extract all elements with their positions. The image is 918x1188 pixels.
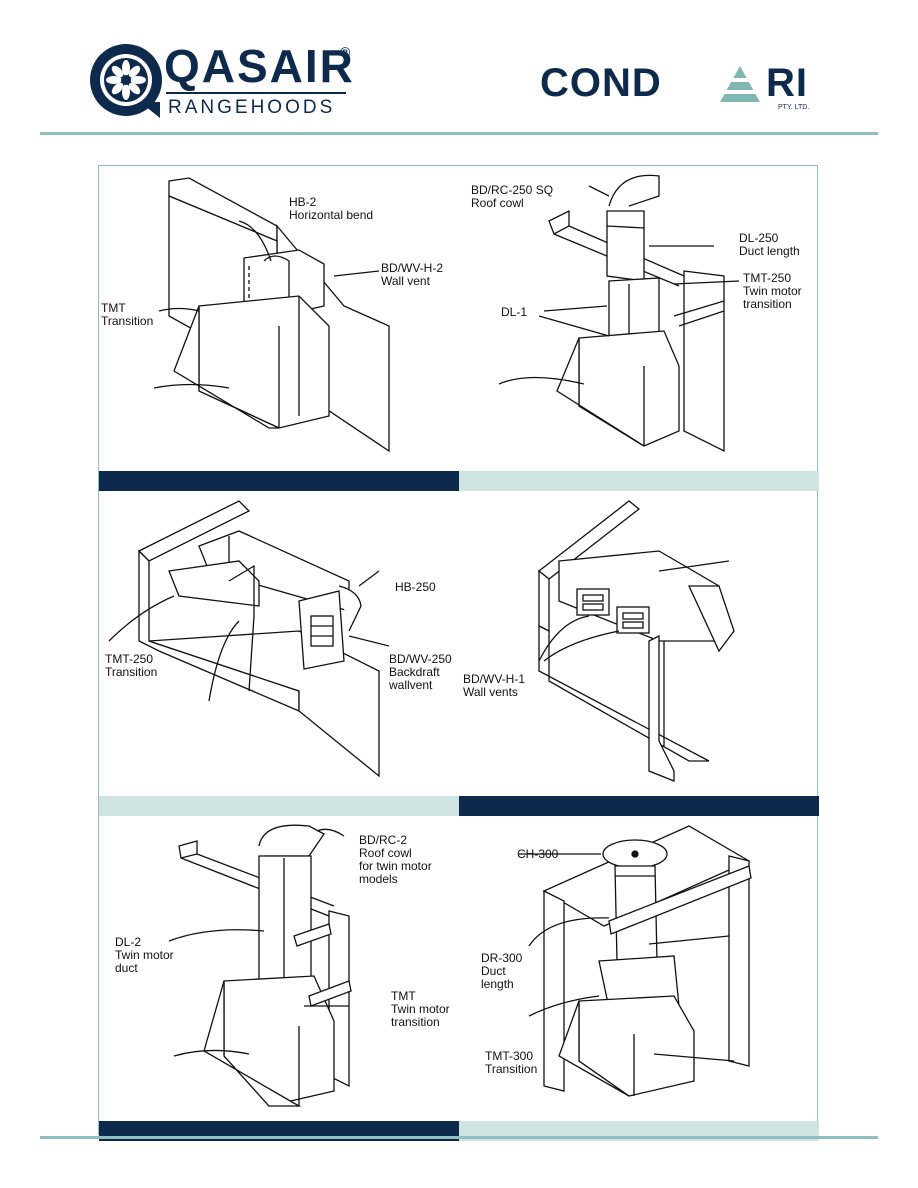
qasair-brand-name: QASAIR	[164, 40, 355, 92]
panel-4-illustration	[537, 500, 735, 782]
panel-2-label-4: DL-1	[501, 305, 528, 319]
bottom-rule	[40, 1136, 878, 1139]
panel-2-label-2: DL-250 Duct length	[739, 231, 800, 258]
panel-2-label-1: BD/RC-250 SQ Roof cowl	[471, 183, 554, 210]
panel-5-illustration	[168, 824, 352, 1107]
panel-5-label-3: TMT Twin motor transition	[391, 989, 450, 1029]
panel-1: HB-2 Horizontal bend BD/WV-H-2 Wall vent…	[99, 166, 459, 491]
qasair-emblem-icon	[90, 44, 162, 118]
top-rule	[40, 132, 878, 135]
panel-3-label-3: BD/WV-250 Backdraft wallvent	[389, 652, 452, 692]
panel-3: HB-250 TMT-250 Transition BD/WV-250 Back…	[99, 491, 459, 816]
panel-5-label-1: BD/RC-2 Roof cowl for twin motor models	[359, 833, 432, 886]
condari-triangle-icon	[718, 66, 762, 102]
qasair-divider	[166, 92, 346, 94]
panel-1-label-3: TMT Transition	[101, 301, 154, 328]
panel-1-illustration	[153, 177, 390, 453]
panel-3-label-1: HB-250	[395, 580, 436, 594]
panel-4-label-1: BD/WV-H-1 Wall vents	[463, 672, 526, 699]
panel-2-caption-bar	[459, 471, 819, 491]
panel-3-illustration	[108, 500, 390, 778]
condari-brand-right: RI	[766, 61, 808, 105]
panel-6-label-2: DR-300 Duct length	[481, 951, 523, 991]
panel-3-label-2: TMT-250 Transition	[105, 652, 158, 679]
qasair-registered-mark: ®	[340, 44, 351, 60]
panel-4-caption-bar	[459, 796, 819, 816]
qasair-logo: QASAIR ® RANGEHOODS	[88, 40, 358, 120]
panel-6-label-3: TMT-300 Transition	[485, 1049, 538, 1076]
panel-6-illustration	[519, 825, 752, 1097]
diagram-grid: HB-2 Horizontal bend BD/WV-H-2 Wall vent…	[98, 165, 819, 1141]
panel-6: CH-300 DR-300 Duct length TMT-300 Transi…	[459, 816, 819, 1141]
panel-1-label-1: HB-2 Horizontal bend	[289, 195, 374, 222]
condari-logo: COND RI PTY. LTD.	[540, 62, 840, 112]
panel-3-caption-bar	[99, 796, 459, 816]
panel-1-caption-bar	[99, 471, 459, 491]
panel-2: BD/RC-250 SQ Roof cowl DL-250 Duct lengt…	[459, 166, 819, 491]
panel-2-illustration	[498, 174, 740, 453]
panel-2-label-3: TMT-250 Twin motor transition	[743, 271, 802, 311]
panel-6-label-1: CH-300	[517, 847, 559, 861]
qasair-subtitle: RANGEHOODS	[168, 97, 336, 118]
panel-1-label-2: BD/WV-H-2 Wall vent	[381, 261, 444, 288]
condari-subtitle: PTY. LTD.	[778, 104, 810, 111]
panel-5: BD/RC-2 Roof cowl for twin motor models …	[99, 816, 459, 1141]
condari-brand-left: COND	[540, 61, 662, 105]
panel-5-label-2: DL-2 Twin motor duct	[115, 935, 174, 975]
panel-4: BD/WV-H-1 Wall vents	[459, 491, 819, 816]
